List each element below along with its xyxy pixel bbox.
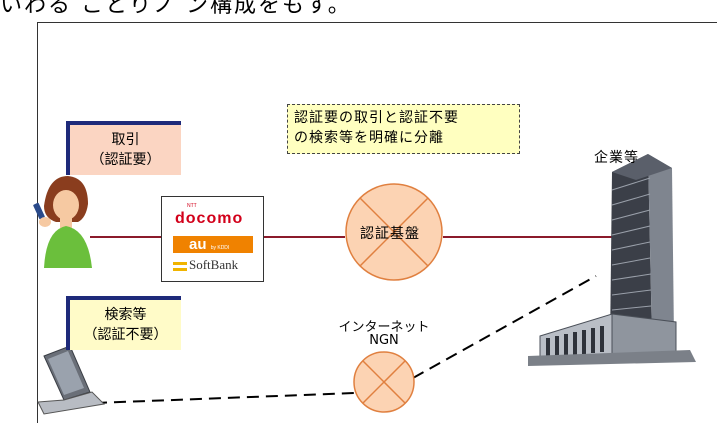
auth-node-label: 認証基盤 bbox=[360, 226, 420, 242]
au-logo-text: au bbox=[189, 236, 207, 253]
callout-line2: の検索等を明確に分離 bbox=[294, 130, 444, 146]
woman-phone-icon bbox=[33, 176, 92, 268]
softbank-logo: SoftBank bbox=[173, 257, 238, 273]
internet-label-line2: NGN bbox=[369, 333, 399, 348]
au-logo-sub: by KDDI bbox=[210, 245, 230, 251]
transaction-label-line1: 取引 bbox=[111, 132, 140, 148]
search-label-line1: 検索等 bbox=[104, 307, 147, 323]
skyscraper-icon bbox=[528, 154, 696, 366]
search-label-line2: （認証不要） bbox=[83, 327, 168, 343]
internet-label-line1: インターネット bbox=[338, 320, 430, 335]
search-label: 検索等 （認証不要） bbox=[66, 296, 181, 350]
softbank-mark-icon bbox=[173, 261, 187, 271]
callout-box: 認証要の取引と認証不要 の検索等を明確に分離 bbox=[287, 104, 520, 154]
top-caption: いわる ことりノ ン構成をもす。 bbox=[0, 0, 352, 18]
line-internet-to-enterprise bbox=[412, 275, 597, 379]
internet-node bbox=[353, 351, 415, 413]
laptop-icon bbox=[37, 345, 106, 415]
enterprise-label: 企業等 bbox=[594, 150, 639, 166]
auth-node bbox=[345, 183, 443, 281]
diagram-frame bbox=[37, 22, 717, 423]
line-laptop-to-internet bbox=[94, 392, 356, 404]
transaction-label: 取引 （認証要） bbox=[66, 121, 181, 175]
callout-line1: 認証要の取引と認証不要 bbox=[294, 110, 459, 126]
docomo-tag: NTT bbox=[187, 203, 197, 209]
au-logo: au by KDDI bbox=[173, 236, 253, 253]
transaction-label-line2: （認証要） bbox=[90, 152, 161, 168]
docomo-logo: docomo bbox=[175, 210, 244, 227]
softbank-logo-text: SoftBank bbox=[189, 257, 239, 272]
